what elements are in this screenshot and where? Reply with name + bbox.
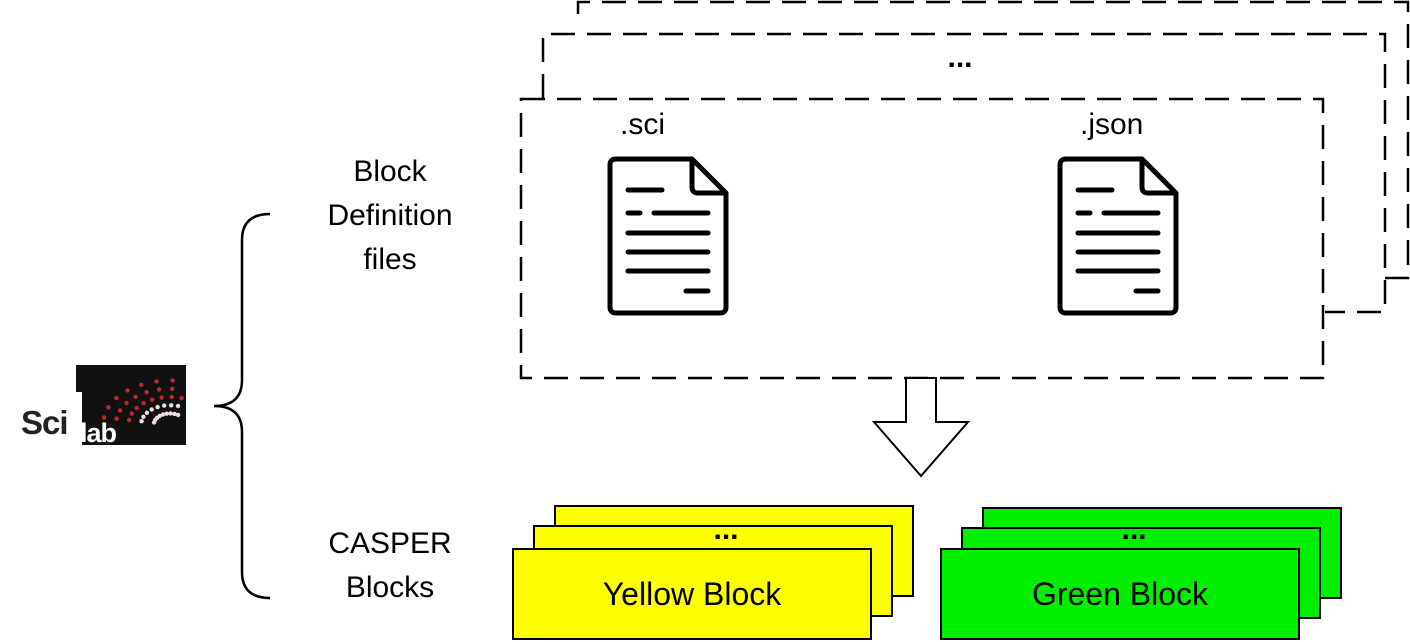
scilab-logo-dot [179, 395, 184, 401]
scilab-logo-dot [160, 412, 166, 417]
scilab-logo-dot [134, 405, 139, 411]
curly-brace-icon [213, 212, 271, 600]
scilab-logo-dot [126, 417, 132, 423]
scilab-logo-dot [170, 378, 175, 383]
stack-ellipsis: ... [947, 41, 973, 74]
block-definition-line-3: files [363, 243, 417, 276]
block-definition-label: Block Definition files [300, 150, 480, 282]
down-arrow-icon [871, 377, 971, 478]
scilab-logo-dot [172, 411, 177, 417]
yellow-block-label: Yellow Block [602, 575, 782, 612]
casper-blocks-line-2: Blocks [345, 571, 435, 604]
scilab-logo-dots [101, 378, 184, 425]
scilab-logo-background [76, 365, 186, 445]
scilab-logo-dot [154, 379, 159, 384]
scilab-logo-dot [139, 382, 144, 387]
dashed-frame-back-bottom [1385, 245, 1410, 280]
green-block-ellipsis: ... [1121, 513, 1147, 546]
scilab-logo-dot [170, 386, 175, 391]
scilab-logo-dot [169, 394, 174, 400]
scilab-logo-dot [159, 395, 164, 400]
scilab-logo-dot [141, 414, 146, 419]
scilab-logo-dot [155, 404, 160, 410]
scilab-logo-dot [144, 390, 149, 395]
yellow-block: Yellow Block [512, 548, 872, 640]
scilab-logo-dot [125, 388, 130, 393]
scilab-logo-dot [164, 411, 169, 416]
dashed-frame-middle [541, 32, 1387, 314]
block-definition-line-1: Block [353, 155, 427, 188]
scilab-logo-dot [101, 415, 107, 420]
scilab-logo-dot [175, 412, 181, 418]
scilab-logo-dot [175, 403, 181, 409]
green-block-label: Green Block [1031, 575, 1209, 612]
scilab-logo-dot [168, 411, 173, 416]
casper-blocks-label: CASPER Blocks [300, 522, 480, 610]
scilab-logo-text-lab: lab [80, 418, 117, 448]
scilab-logo-dot [106, 405, 111, 410]
scilab-logo-dot [141, 401, 146, 406]
yellow-block-ellipsis: ... [713, 513, 739, 546]
scilab-logo-dot [114, 395, 119, 401]
sci-file-label: .sci [620, 108, 665, 141]
scilab-logo-dot [124, 400, 129, 406]
scilab-logo-dot [117, 408, 123, 413]
scilab-logo-dot [133, 394, 138, 399]
scilab-logo-dot [144, 410, 150, 415]
scilab-logo-dot [162, 403, 167, 408]
green-block: Green Block [940, 548, 1300, 640]
scilab-logo-dot [169, 403, 174, 408]
document-icon [1057, 156, 1179, 316]
scilab-logo-dot [139, 419, 144, 424]
dashed-frame-back [576, 0, 1410, 245]
document-icon [607, 156, 729, 316]
scilab-logo-dot [114, 416, 119, 421]
json-file-label: .json [1080, 108, 1144, 141]
scilab-logo-text-sci: Sci [21, 404, 69, 441]
scilab-logo-dot [149, 407, 154, 412]
scilab-logo-dot [149, 397, 155, 402]
scilab-logo-dot [156, 387, 162, 392]
casper-blocks-line-1: CASPER [328, 527, 452, 560]
scilab-logo [20, 365, 186, 445]
scilab-logo-dot [129, 411, 134, 416]
scilab-logo-dot [157, 413, 162, 419]
block-definition-line-2: Definition [327, 199, 453, 232]
